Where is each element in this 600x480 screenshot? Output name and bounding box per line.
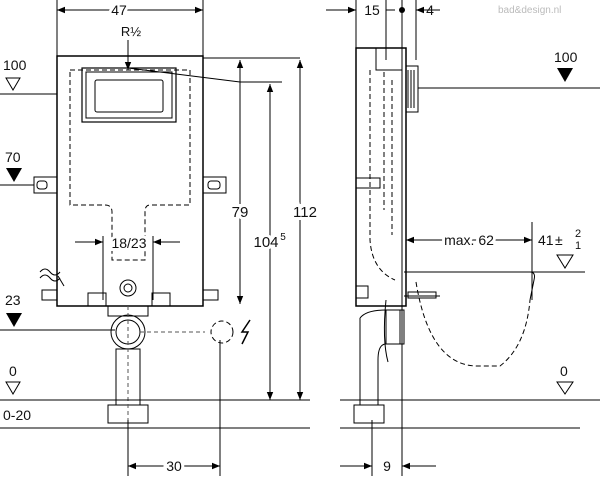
dim-41-pm: ± [555, 232, 563, 248]
dim-4-label: 4 [426, 2, 434, 18]
watermark-text: bad&design.nl [498, 5, 561, 16]
dim-30-label: 30 [166, 458, 182, 474]
side-level-100-label: 100 [554, 49, 578, 65]
dim-9-label: 9 [383, 458, 391, 474]
dim-max62-label: max. 62 [444, 232, 494, 248]
level-0-label: 0 [9, 363, 17, 379]
dim-15-label: 15 [364, 2, 380, 18]
dim-width-label: 47 [111, 2, 127, 18]
electrical-connection-icon [210, 319, 251, 345]
actuator-plate [81, 67, 177, 123]
dim-41-label: 41 [538, 232, 554, 248]
side-level-0-label: 0 [560, 363, 568, 379]
dim-104-label: 104 [253, 234, 278, 251]
right-wall-bracket [202, 176, 227, 194]
level-70-label: 70 [5, 149, 21, 165]
frame-side-outline [355, 47, 407, 307]
dim-79-label: 79 [232, 204, 249, 221]
dim-18-23-label: 18/23 [111, 235, 146, 251]
cistern-outline [69, 69, 191, 261]
water-inlet-label: R½ [121, 24, 141, 39]
front-view: 47 R½ 18/23 [0, 0, 317, 476]
level-0-20-label: 0-20 [3, 407, 31, 423]
water-supply-icon [39, 268, 65, 287]
level-23-label: 23 [5, 292, 21, 308]
dim-112-label: 112 [293, 204, 317, 221]
level-100-label: 100 [3, 57, 27, 73]
toilet-bowl [383, 271, 535, 367]
side-view: 15 4 [326, 0, 600, 476]
dim-41-sup: 2 [575, 228, 581, 240]
side-drain-pipe [353, 291, 437, 424]
dim-104-superscript: 5 [280, 232, 286, 243]
frame-outline [56, 55, 204, 307]
dim-41-sub: 1 [575, 240, 581, 252]
